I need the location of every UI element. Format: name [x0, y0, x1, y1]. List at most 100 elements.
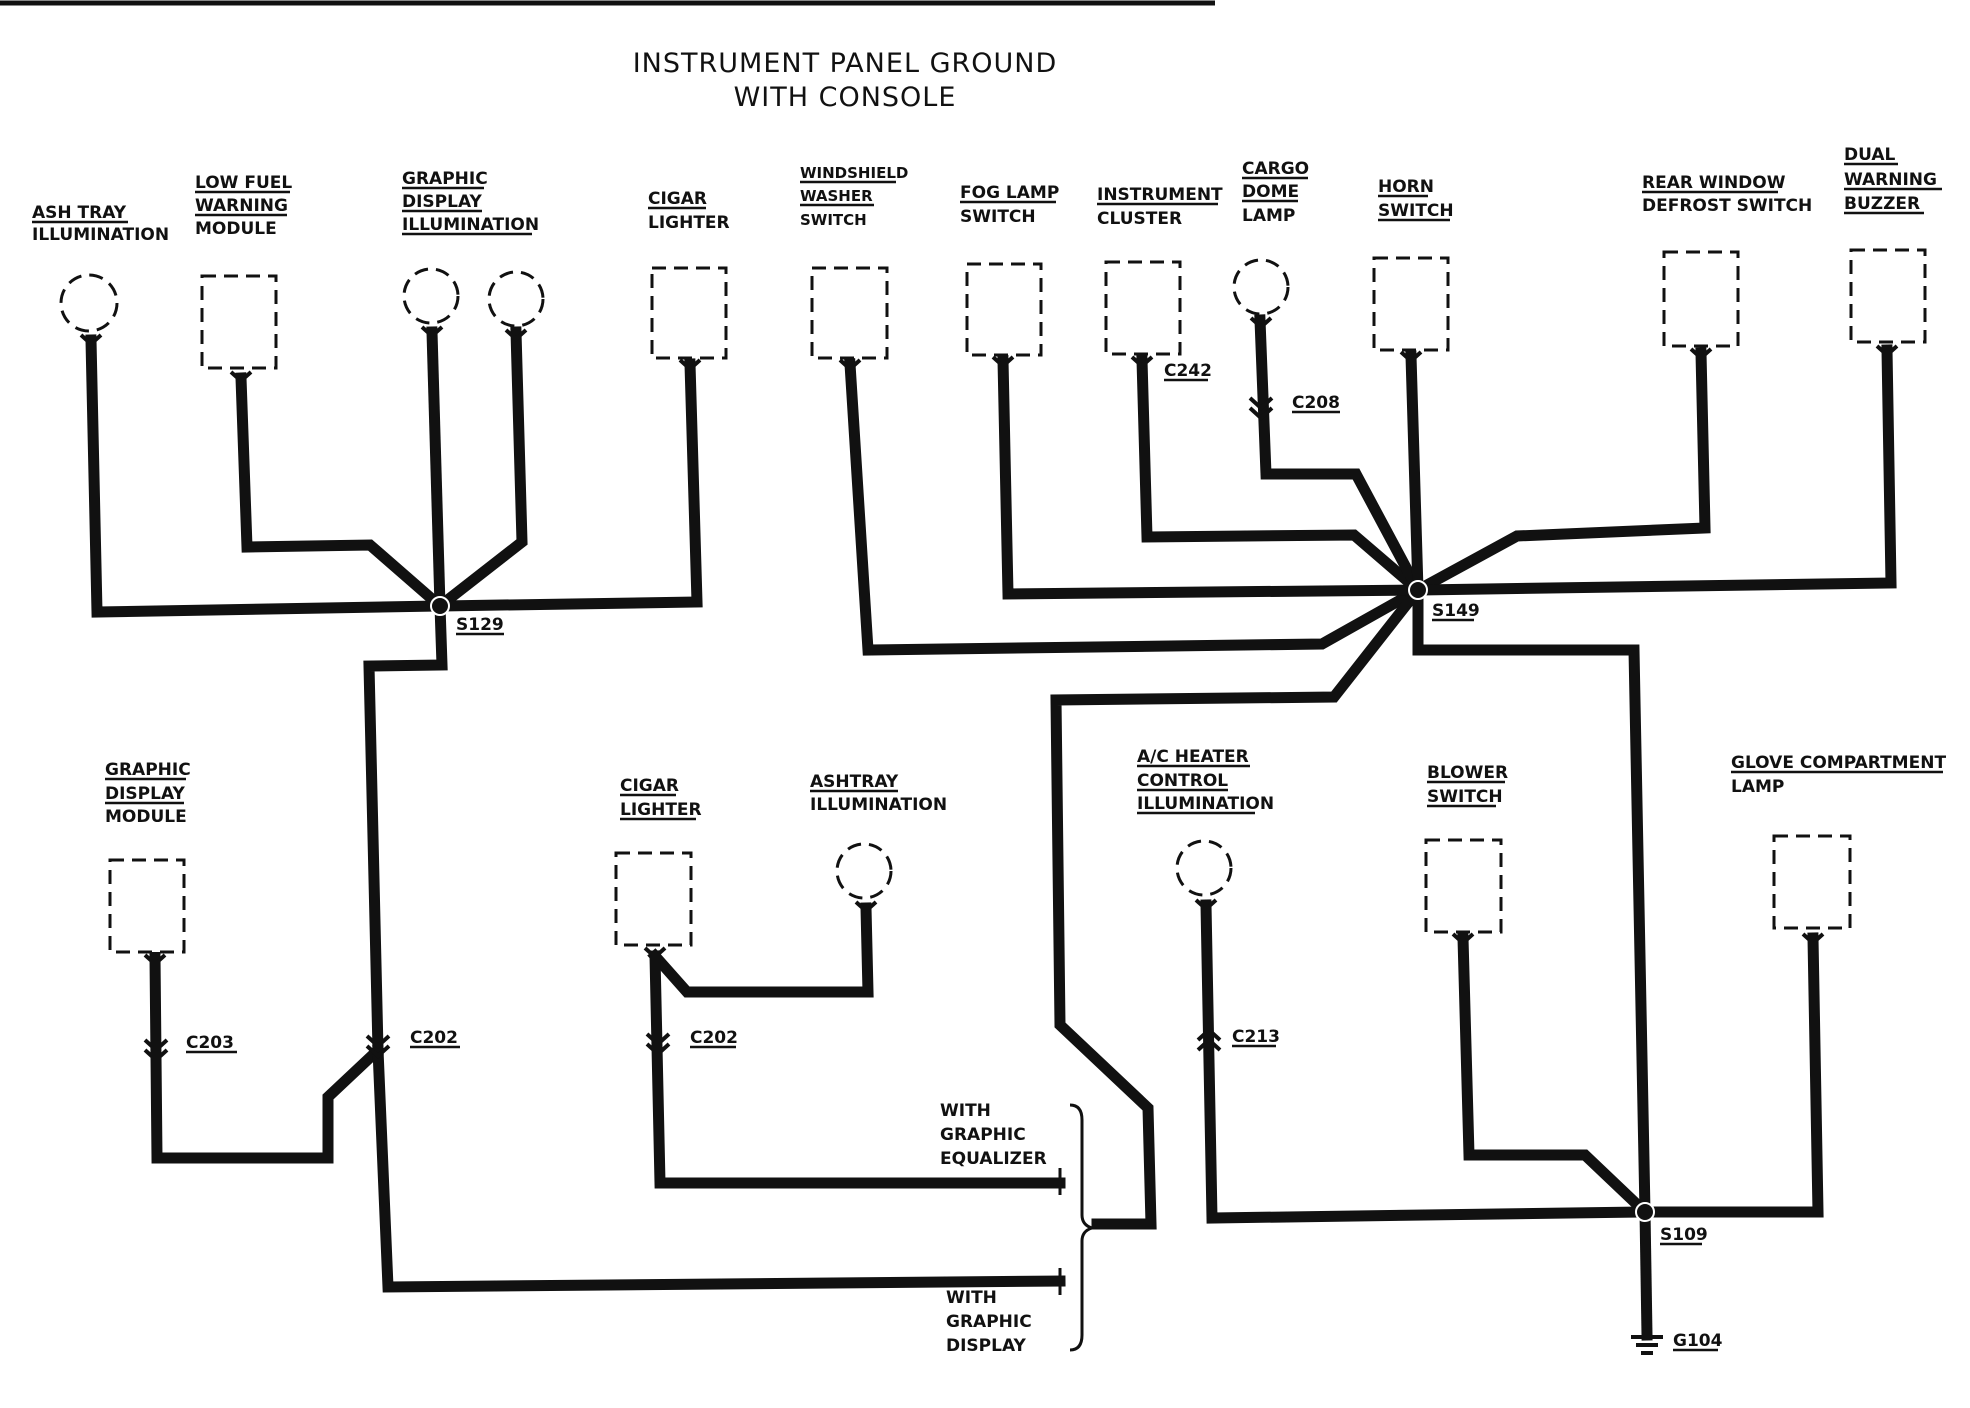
ashtray-bulb-icon	[835, 842, 893, 900]
wire-cargo-dome	[1254, 314, 1426, 598]
label-horn-2: SWITCH	[1378, 201, 1454, 221]
label-washer-1: WINDSHIELD	[800, 164, 908, 182]
label-cluster-1: INSTRUMENT	[1097, 185, 1223, 205]
wire-rear-defrost	[1410, 347, 1711, 598]
wire-dual-buzzer	[1412, 344, 1897, 596]
label-defrost-1: REAR WINDOW	[1642, 173, 1786, 193]
wire-s109-g104	[1639, 1206, 1653, 1341]
graphic-display-module-box	[108, 858, 186, 954]
dual-buzzer-box	[1849, 248, 1927, 344]
wire-horn	[1405, 350, 1424, 596]
inline-connector-symbols	[143, 396, 1274, 1063]
label-low-fuel-2: WARNING	[195, 196, 288, 216]
glove-lamp-box	[1772, 834, 1852, 930]
graphic-display-bulb-1-icon	[402, 267, 460, 325]
label-cargo-3: LAMP	[1242, 206, 1295, 226]
label-buzzer-3: BUZZER	[1844, 194, 1920, 214]
c202-mid-symbol	[645, 1032, 671, 1057]
label-eq-3: EQUALIZER	[940, 1149, 1047, 1169]
label-graphic-illum-1: GRAPHIC	[402, 169, 488, 189]
label-blower-1: BLOWER	[1427, 763, 1508, 783]
label-s149: S149	[1432, 601, 1480, 621]
wire-fog-lamp	[997, 354, 1424, 600]
wire-cigar-lighter-top	[434, 358, 703, 612]
label-horn-1: HORN	[1378, 177, 1434, 197]
wire-lighter-c202	[649, 950, 1066, 1189]
label-s109: S109	[1660, 1225, 1708, 1245]
cigar-lighter-bottom-box	[614, 851, 693, 947]
label-washer-3: SWITCH	[800, 211, 867, 229]
windshield-washer-box	[810, 266, 889, 360]
terminal-tips	[79, 316, 1899, 967]
wire-glove-lamp	[1639, 932, 1824, 1218]
label-low-fuel-1: LOW FUEL	[195, 173, 292, 193]
component-labels: ASH TRAY ILLUMINATION LOW FUEL WARNING M…	[32, 145, 1946, 827]
splice-s149-node	[1408, 580, 1428, 600]
label-low-fuel-3: MODULE	[195, 219, 277, 239]
label-c242: C242	[1164, 361, 1212, 381]
option-labels: WITH GRAPHIC EQUALIZER WITH GRAPHIC DISP…	[940, 1101, 1047, 1356]
label-defrost-2: DEFROST SWITCH	[1642, 196, 1812, 216]
label-c213: C213	[1232, 1027, 1280, 1047]
wire-instrument-cluster	[1136, 354, 1426, 598]
blower-switch-box	[1424, 838, 1503, 934]
splice-s109-node	[1635, 1202, 1655, 1222]
wire-ash-tray	[85, 334, 446, 618]
ash-tray-bulb-icon	[59, 273, 119, 333]
diagram-title-line2: WITH CONSOLE	[734, 82, 957, 113]
fog-lamp-box	[965, 262, 1043, 357]
wire-windshield-washer	[844, 358, 1426, 656]
label-buzzer-1: DUAL	[1844, 145, 1896, 165]
label-gd-1: WITH	[946, 1288, 997, 1308]
option-brace	[1058, 1103, 1098, 1352]
label-gd-2: GRAPHIC	[946, 1312, 1032, 1332]
splice-s129-node	[430, 596, 450, 616]
wire-graphic-display-illum-1	[426, 326, 446, 612]
c202-left-symbol	[365, 1034, 391, 1059]
label-c202-mid: C202	[690, 1028, 738, 1048]
wire-c203-c202	[149, 951, 386, 1164]
wire-s129-c202	[363, 600, 448, 1056]
label-gd-3: DISPLAY	[946, 1336, 1027, 1356]
wire-low-fuel	[235, 372, 448, 614]
wires	[85, 314, 1897, 1341]
label-glove-2: LAMP	[1731, 777, 1784, 797]
label-ash-tray-1: ASH TRAY	[32, 203, 127, 223]
label-glove-1: GLOVE COMPARTMENT	[1731, 753, 1946, 773]
label-g104: G104	[1673, 1331, 1723, 1351]
label-buzzer-2: WARNING	[1844, 170, 1937, 190]
c203-symbol	[143, 1038, 169, 1063]
label-blower-2: SWITCH	[1427, 787, 1503, 807]
label-cigar-top-1: CIGAR	[648, 189, 707, 209]
rear-defrost-box	[1662, 250, 1740, 348]
label-ash-tray-2: ILLUMINATION	[32, 225, 169, 245]
label-ac-3: ILLUMINATION	[1137, 794, 1274, 814]
horn-switch-box	[1372, 256, 1450, 352]
c213-symbol	[1196, 1027, 1222, 1052]
low-fuel-module-box	[200, 274, 278, 370]
label-cargo-1: CARGO	[1242, 159, 1309, 179]
component-symbols	[59, 248, 1927, 954]
label-graphic-illum-3: ILLUMINATION	[402, 215, 539, 235]
label-gd-module-2: DISPLAY	[105, 784, 186, 804]
c208-symbol	[1248, 396, 1274, 421]
label-eq-1: WITH	[940, 1101, 991, 1121]
label-washer-2: WASHER	[800, 187, 873, 205]
label-s129: S129	[456, 615, 504, 635]
label-ashtray-2: ILLUMINATION	[810, 795, 947, 815]
label-c208: C208	[1292, 393, 1340, 413]
wire-s149-equalizer-path	[1050, 582, 1426, 1230]
label-cargo-2: DOME	[1242, 182, 1299, 202]
label-fog-2: SWITCH	[960, 207, 1036, 227]
label-cigar-top-2: LIGHTER	[648, 213, 730, 233]
wire-ashtray-to-lighter	[647, 902, 874, 998]
wire-graphic-display-illum-2	[432, 326, 528, 614]
ac-heater-bulb-icon	[1175, 839, 1233, 897]
graphic-display-bulb-2-icon	[487, 270, 545, 328]
cargo-dome-bulb-icon	[1232, 258, 1290, 316]
wire-blower	[1457, 932, 1653, 1220]
label-gd-module-1: GRAPHIC	[105, 760, 191, 780]
wire-ac-heater	[1200, 899, 1651, 1224]
instrument-cluster-box	[1104, 260, 1182, 356]
